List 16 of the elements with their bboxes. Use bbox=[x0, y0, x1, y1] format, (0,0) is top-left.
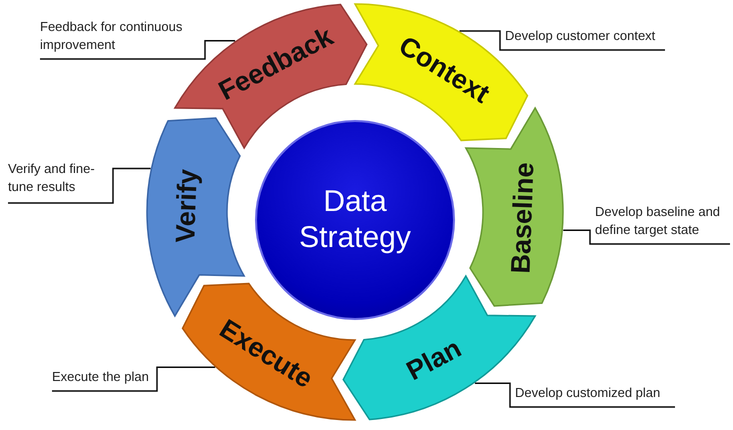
leader-line bbox=[460, 30, 665, 51]
segment-label: Verify bbox=[172, 168, 202, 244]
center-title: Data Strategy bbox=[298, 184, 412, 256]
leader-line bbox=[40, 40, 236, 60]
callout-text: Develop customized plan bbox=[515, 384, 675, 402]
segment-label: Plan bbox=[402, 335, 466, 386]
callout-text: Execute the plan bbox=[52, 368, 152, 386]
callout-text: Develop baseline and define target state bbox=[595, 203, 730, 239]
leader-line bbox=[52, 366, 216, 392]
leader-line bbox=[563, 229, 730, 245]
leader-line bbox=[8, 168, 151, 204]
callout-text: Verify and fine-tune results bbox=[8, 160, 108, 196]
callout-text: Feedback for continuous improvement bbox=[40, 18, 200, 54]
segment-label: Baseline bbox=[507, 162, 538, 274]
leader-line bbox=[474, 382, 675, 408]
callout-text: Develop customer context bbox=[505, 27, 665, 45]
